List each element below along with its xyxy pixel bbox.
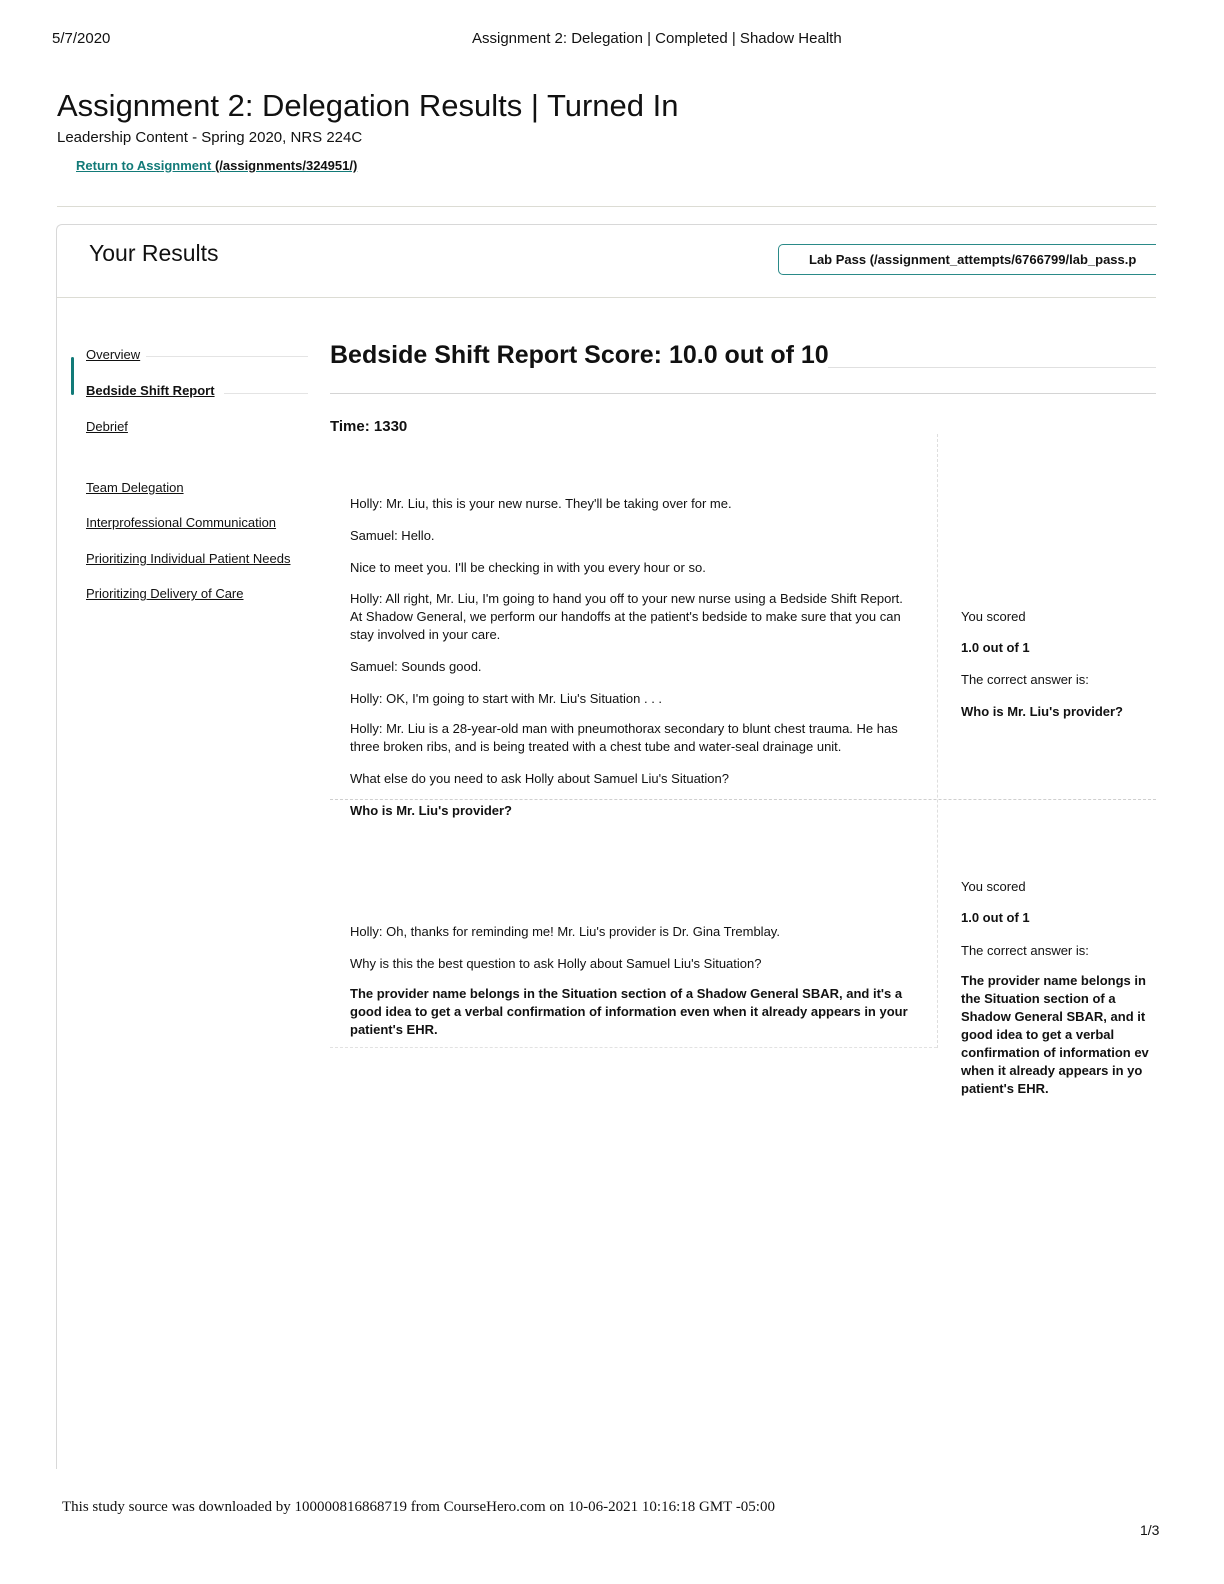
- sidebar-item-overview[interactable]: Overview: [86, 347, 141, 362]
- time-label: Time: 1330: [330, 418, 408, 435]
- question-score: 1.0 out of 1: [961, 910, 1030, 925]
- sidebar-item-debrief[interactable]: Debrief: [86, 419, 128, 434]
- return-link-path: (/assignments/324951/): [214, 158, 358, 173]
- question-score: 1.0 out of 1: [961, 640, 1030, 655]
- dialogue-line: Holly: Oh, thanks for reminding me! Mr. …: [350, 924, 780, 939]
- page-title: Assignment 2: Delegation Results | Turne…: [57, 88, 679, 123]
- print-page-title: Assignment 2: Delegation | Completed | S…: [472, 30, 842, 47]
- source-note: This study source was downloaded by 1000…: [62, 1499, 775, 1515]
- sidebar-divider: [146, 356, 308, 357]
- question-prompt: Why is this the best question to ask Hol…: [350, 956, 762, 971]
- correct-answer-label: The correct answer is:: [961, 943, 1089, 958]
- correct-answer-label: The correct answer is:: [961, 672, 1089, 687]
- question-prompt: What else do you need to ask Holly about…: [350, 771, 729, 786]
- dialogue-line: Samuel: Hello.: [350, 528, 435, 543]
- active-nav-marker: [71, 357, 74, 395]
- dialogue-line: Holly: Mr. Liu is a 28-year-old man with…: [350, 721, 898, 754]
- sidebar-item-bedside-shift-report[interactable]: Bedside Shift Report: [86, 383, 215, 398]
- dialogue-line: Holly: Mr. Liu, this is your new nurse. …: [350, 496, 732, 511]
- sidebar-item-interprofessional-communication[interactable]: Interprofessional Communication: [86, 515, 277, 530]
- header-divider: [57, 206, 1156, 207]
- sidebar-item-team-delegation[interactable]: Team Delegation: [86, 480, 184, 495]
- you-scored-label: You scored: [961, 879, 1026, 894]
- dialogue-line: Holly: All right, Mr. Liu, I'm going to …: [350, 591, 903, 642]
- title-underline: [828, 367, 1156, 368]
- selected-answer: Who is Mr. Liu's provider?: [350, 803, 512, 818]
- sidebar-item-prioritizing-individual-patient-needs[interactable]: Prioritizing Individual Patient Needs: [86, 551, 291, 566]
- selected-answer: The provider name belongs in the Situati…: [350, 986, 908, 1037]
- results-panel: [56, 224, 1157, 1469]
- lab-pass-button[interactable]: Lab Pass (/assignment_attempts/6766799/l…: [778, 244, 1156, 275]
- section-divider: [330, 393, 1156, 394]
- page-number: 1/3: [1140, 1522, 1160, 1538]
- results-heading: Your Results: [89, 240, 219, 266]
- sidebar-divider: [224, 393, 308, 394]
- print-date: 5/7/2020: [52, 30, 111, 47]
- correct-answer: Who is Mr. Liu's provider?: [961, 704, 1123, 719]
- you-scored-label: You scored: [961, 609, 1026, 624]
- return-link-label: Return to Assignment: [76, 158, 212, 173]
- question-divider: [330, 799, 1156, 800]
- correct-answer: The provider name belongs in the Situati…: [961, 973, 1149, 1096]
- dialogue-line: Samuel: Sounds good.: [350, 659, 482, 674]
- sidebar-item-prioritizing-delivery-of-care[interactable]: Prioritizing Delivery of Care: [86, 586, 244, 601]
- dialogue-line: Nice to meet you. I'll be checking in wi…: [350, 560, 706, 575]
- dialogue-line: Holly: OK, I'm going to start with Mr. L…: [350, 691, 663, 706]
- section-score-title: Bedside Shift Report Score: 10.0 out of …: [330, 341, 829, 369]
- column-divider: [937, 434, 938, 1048]
- return-to-assignment-link[interactable]: Return to Assignment (/assignments/32495…: [76, 158, 357, 173]
- course-subtitle: Leadership Content - Spring 2020, NRS 22…: [57, 129, 363, 146]
- question-divider: [330, 1047, 937, 1048]
- results-header-divider: [57, 297, 1156, 298]
